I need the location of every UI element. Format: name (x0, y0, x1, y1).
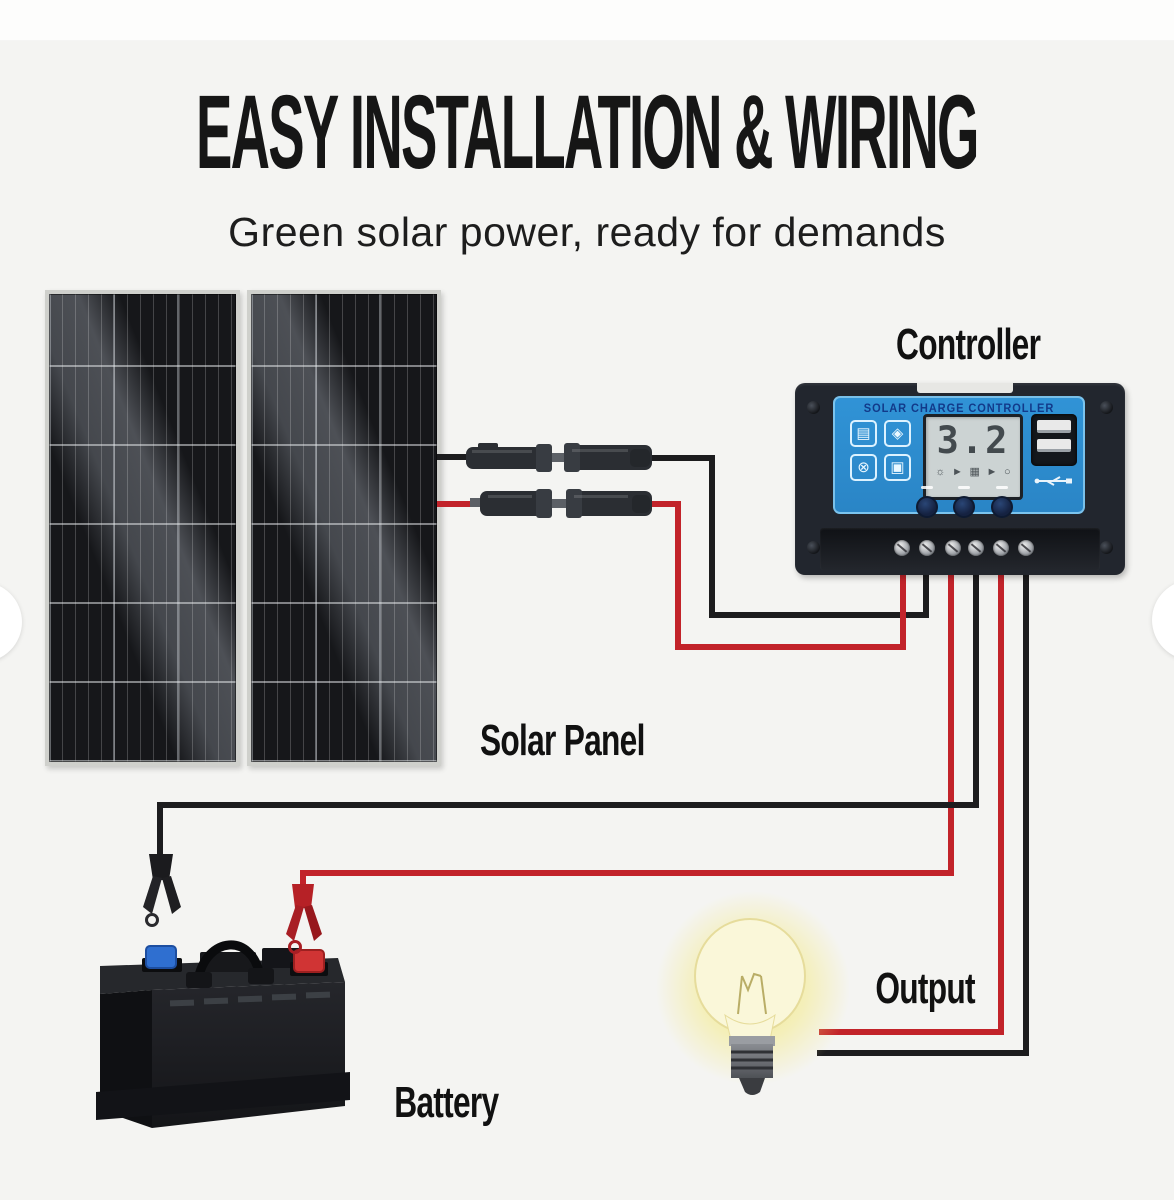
alligator-clamp-positive (286, 884, 322, 954)
controller-icon-grid: ▤ ◈ ⊗ ▣ (850, 420, 912, 484)
case-screw (807, 541, 820, 554)
top-white-band (0, 0, 1174, 41)
usb-block (1031, 414, 1077, 466)
battery-terminal-positive (293, 949, 325, 973)
controller-brand-text: SOLAR CHARGE CONTROLLER (863, 401, 1055, 415)
terminal-strip (820, 528, 1100, 570)
terminal-screw-battery-negative (968, 540, 984, 556)
top-sticker (917, 383, 1013, 393)
mc4-connector-pair-negative (466, 443, 652, 472)
lcd-status-row: ☼ ► ▦ ► ○ (926, 465, 1020, 479)
battery (96, 940, 350, 1128)
battery-label: Battery (393, 1078, 499, 1127)
pv-panel-icon: ▤ (850, 420, 877, 447)
controller-label: Controller (895, 320, 1041, 369)
lcd-value: 3.2 (936, 419, 1010, 462)
gear-icon: ◈ (884, 420, 911, 447)
button-label-mark (996, 486, 1008, 489)
terminal-screw-battery-positive (945, 540, 961, 556)
carousel-prev-button[interactable] (0, 582, 22, 662)
usb-port (1037, 420, 1071, 433)
bulb-filament (737, 972, 767, 1015)
solar-panel-left (45, 290, 240, 766)
sun-icon: ☼ (935, 465, 946, 478)
lcd-screen: 3.2 ☼ ► ▦ ► ○ (923, 414, 1023, 500)
button-label-mark (958, 486, 970, 489)
arrow-right-icon: ► (952, 465, 963, 478)
load-circle-icon: ○ (1004, 465, 1011, 478)
output-label: Output (875, 964, 975, 1013)
load-positive-wire (819, 549, 1004, 1035)
mc4-connector-pair-positive (470, 489, 652, 518)
controller-face: SOLAR CHARGE CONTROLLER ▤ ◈ ⊗ ▣ 3.2 ☼ ► … (833, 396, 1085, 518)
battery-protect-icon: ⊗ (850, 454, 877, 481)
button-label-mark (921, 486, 933, 489)
terminal-screw-load-positive (993, 540, 1009, 556)
page-subtitle: Green solar power, ready for demands (228, 208, 946, 255)
solar-panel-label: Solar Panel (479, 716, 645, 765)
terminal-screw-pv-positive (894, 540, 910, 556)
solar-panel-array (45, 290, 441, 766)
case-screw (807, 401, 820, 414)
carousel-next-button[interactable] (1152, 580, 1174, 660)
usb-icon (1034, 476, 1072, 486)
alligator-clamp-negative (143, 854, 181, 927)
solar-panel-right (246, 290, 441, 766)
case-screw (1100, 541, 1113, 554)
terminal-screw-load-negative (1018, 540, 1034, 556)
menu-button (916, 496, 938, 518)
down-button (991, 496, 1013, 518)
arrow-right-icon: ► (986, 465, 998, 478)
terminal-screw-pv-negative (919, 540, 935, 556)
case-screw (1100, 401, 1113, 414)
charge-controller: SOLAR CHARGE CONTROLLER ▤ ◈ ⊗ ▣ 3.2 ☼ ► … (795, 383, 1125, 575)
load-mode-icon: ▣ (884, 454, 911, 481)
page-title: EASY INSTALLATION & WIRING (196, 72, 979, 191)
battery-level-icon: ▦ (969, 466, 980, 478)
battery-terminal-negative (145, 945, 177, 969)
usb-port (1037, 439, 1071, 452)
up-button (953, 496, 975, 518)
